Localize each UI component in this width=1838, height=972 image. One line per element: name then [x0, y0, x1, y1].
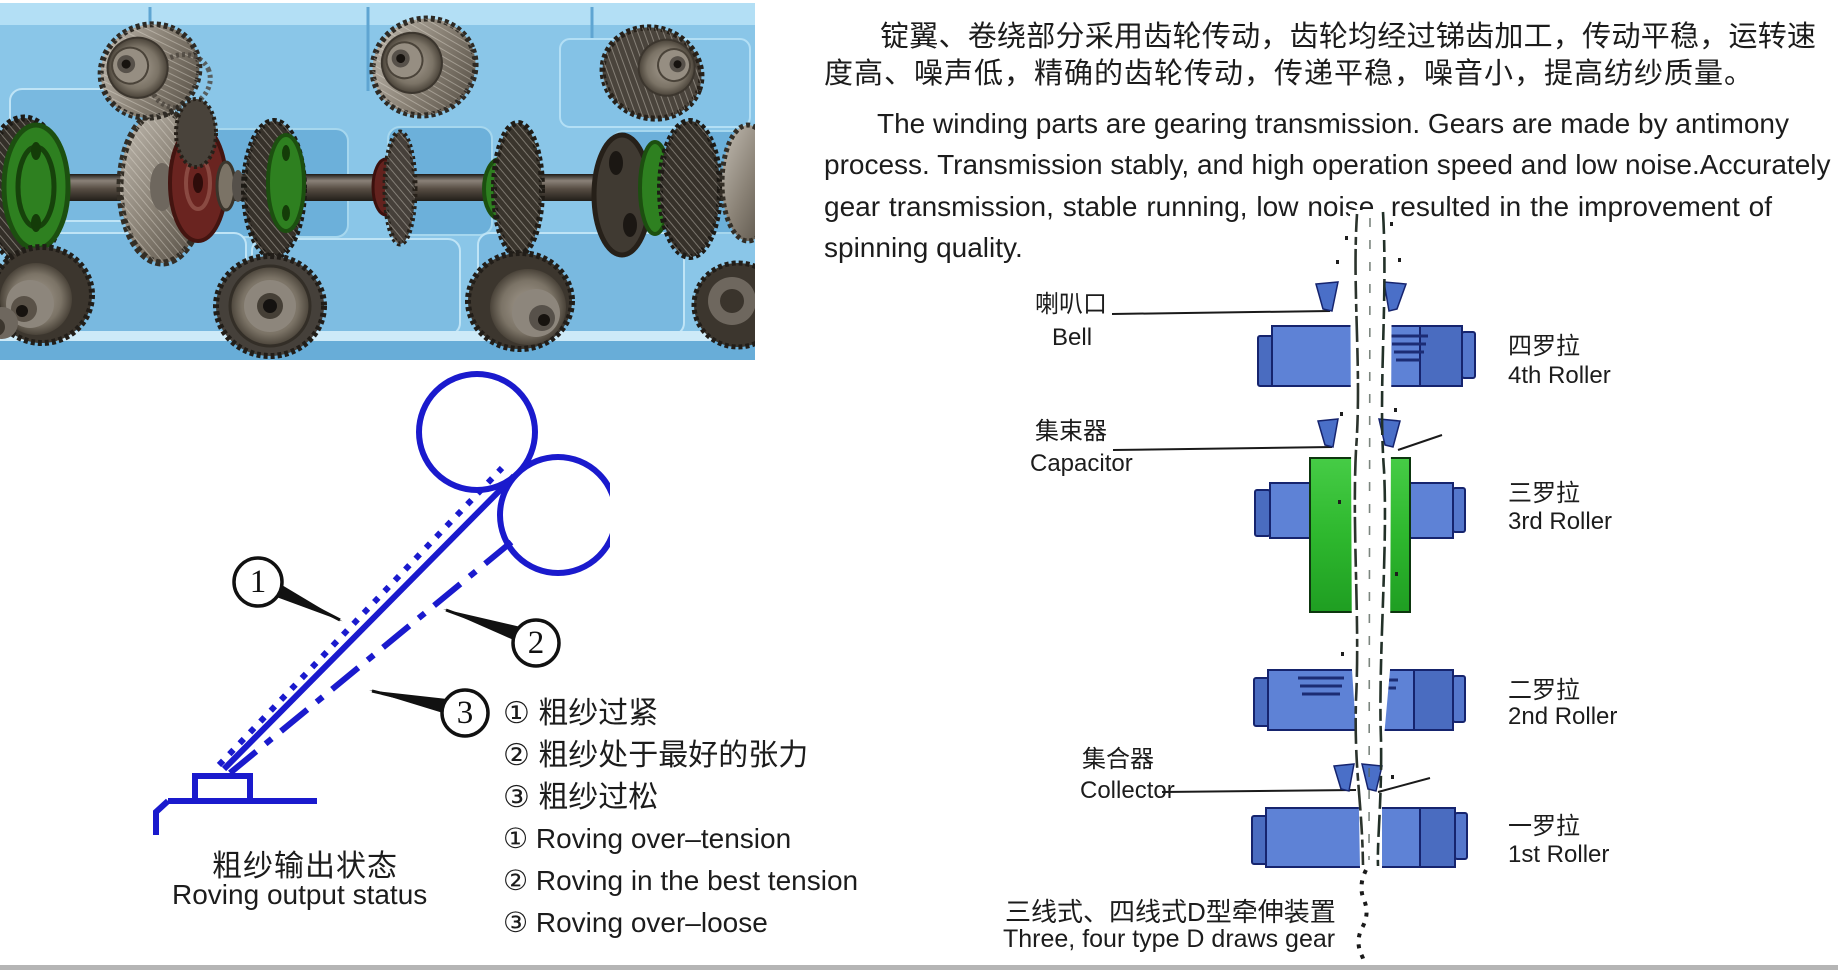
- roller-3-label-zh: 三罗拉: [1508, 480, 1580, 507]
- intro-en-line-4: spinning quality.: [824, 232, 1023, 263]
- gear-train-photo: [0, 3, 755, 360]
- capacitor-label-en: Capacitor: [1030, 450, 1133, 477]
- shaft-gears: [0, 107, 755, 267]
- roving-caption-zh: 粗纱输出状态: [212, 850, 398, 883]
- bell-funnel: [1315, 281, 1408, 312]
- legend-item-en-3: ③ Roving over–loose: [503, 907, 768, 938]
- legend-item-zh-3: ③ 粗纱过松: [503, 781, 659, 814]
- callout-2-digit: 2: [527, 625, 545, 661]
- intro-en-line-3: gear transmission, stable running, low n…: [824, 191, 1772, 222]
- leader-lines: [1111, 310, 1357, 793]
- callout-arrows: [251, 571, 538, 719]
- roving-paths: [216, 465, 522, 776]
- fourth-roller: [1257, 325, 1476, 387]
- flyer-bobbin: [153, 773, 317, 835]
- roller-4-label-en: 4th Roller: [1508, 362, 1611, 389]
- page-bottom-rule: [0, 965, 1838, 970]
- second-roller: [1253, 669, 1466, 731]
- drafting-device-diagram: [1111, 210, 1476, 972]
- legend-item-zh-2: ② 粗纱处于最好的张力: [503, 739, 809, 772]
- yarn-specks: [1336, 222, 1401, 779]
- roller-4-label-zh: 四罗拉: [1508, 333, 1580, 360]
- capacitor-funnel: [1317, 418, 1401, 448]
- legend-item-zh-1: ① 粗纱过紧: [503, 697, 659, 730]
- intro-en-line-2: process. Transmission stably, and high o…: [824, 149, 1831, 180]
- pointer-ticks: [1377, 434, 1443, 793]
- callout-3-digit: 3: [456, 695, 474, 731]
- roller-1-label-en: 1st Roller: [1508, 841, 1610, 868]
- intro-zh-line-2: 度高、噪声低，精确的齿轮传动，传递平稳，噪音小，提高纺纱质量。: [824, 58, 1755, 90]
- collector-label-en: Collector: [1080, 777, 1175, 804]
- legend-item-en-1: ① Roving over–tension: [503, 823, 792, 854]
- roving-output-diagram: [153, 371, 610, 835]
- bell-label-zh: 喇叭口: [1035, 291, 1107, 318]
- drafting-caption-zh: 三线式、四线式D型牵伸装置: [1005, 897, 1336, 927]
- roller-1-label-zh: 一罗拉: [1508, 813, 1580, 840]
- bottom-gears: [0, 244, 755, 359]
- callout-circles: [232, 556, 561, 738]
- intro-zh-line-1: 锭翼、卷绕部分采用齿轮传动，齿轮均经过锑齿加工，传动平稳，运转速: [880, 21, 1816, 53]
- intro-en-line-1: The winding parts are gearing transmissi…: [877, 108, 1789, 139]
- first-roller: [1251, 807, 1468, 868]
- collector-label-zh: 集合器: [1082, 746, 1154, 773]
- callout-1-digit: 1: [249, 564, 267, 600]
- bell-label-en: Bell: [1052, 324, 1093, 351]
- top-gears: [97, 15, 705, 169]
- drafting-caption-en: Three, four type D draws gear: [1003, 925, 1336, 953]
- roller-3-label-en: 3rd Roller: [1508, 508, 1613, 535]
- legend-item-en-2: ② Roving in the best tension: [503, 865, 859, 896]
- capacitor-label-zh: 集束器: [1035, 418, 1107, 445]
- collector-funnel: [1333, 763, 1383, 792]
- roller-2-label-zh: 二罗拉: [1508, 677, 1580, 704]
- roving-caption-en: Roving output status: [172, 879, 428, 910]
- roller-2-label-en: 2nd Roller: [1508, 703, 1618, 730]
